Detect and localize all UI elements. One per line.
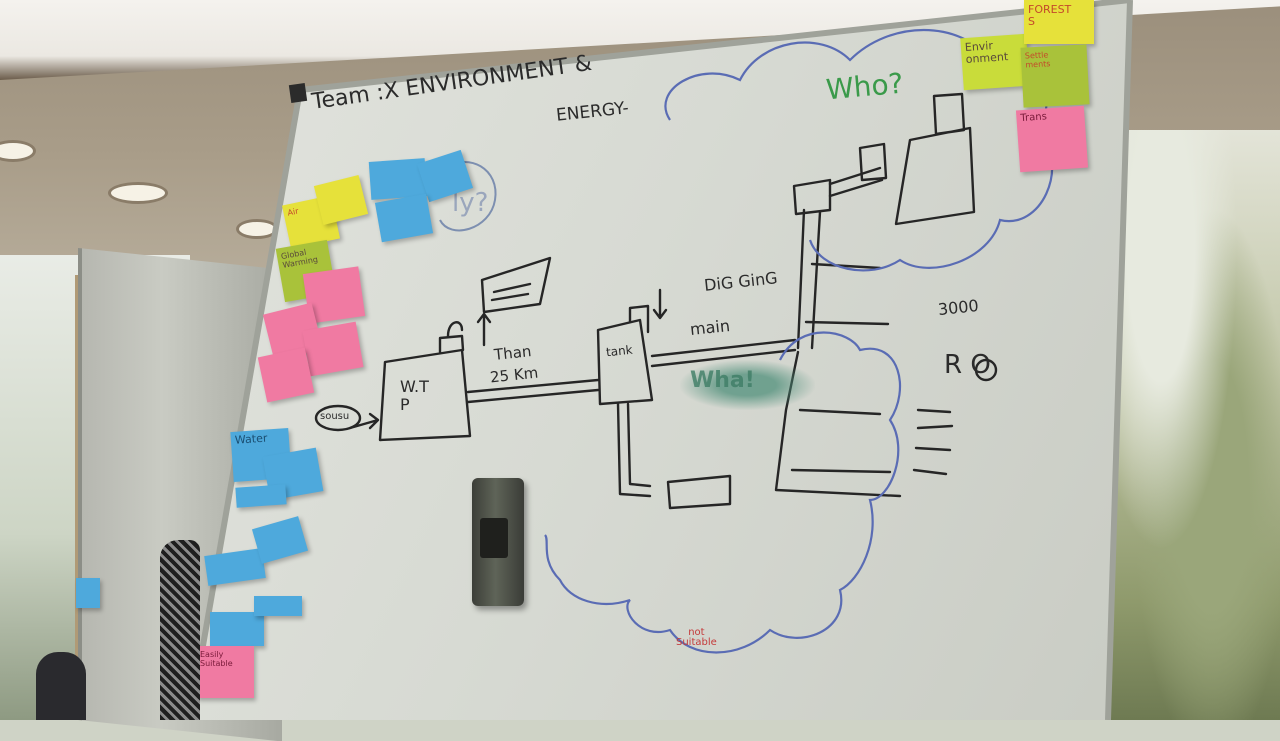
factory [894,92,976,226]
not-suitable-label: not Suitable [676,627,717,648]
up-arrow [476,312,492,347]
pipe-to-tank [466,378,600,404]
sticky-note-settlements: Settle ments [1020,44,1090,108]
sticky-note [76,578,100,608]
tank-pipe-down [616,402,652,498]
sticky-note-bottom: Easily Suitable [196,646,254,698]
sticky-note [235,484,287,508]
wtp-chimney-top [446,321,464,338]
wtp-label: W.T P [400,377,429,414]
riser-pipe [796,208,822,350]
wtp-box [378,348,472,442]
whiteboard-drawing [187,0,1133,720]
trees-outside [1110,130,1280,720]
sticky-note-trans: Trans [1015,105,1089,173]
board-frame [299,0,1131,93]
ro-circle [974,358,998,382]
riser-box [792,178,832,216]
board-frame [1105,0,1133,720]
main-pipe [650,338,797,368]
board-clip [288,82,308,104]
person-shoulder [160,540,200,720]
tank-down-arrow [652,288,668,320]
small-box [666,474,732,510]
faded-swirl [439,160,497,232]
green-marker-smudge [680,360,815,410]
board-frame [187,89,303,720]
sticky-note [254,596,302,616]
wtp-chimney [438,334,465,354]
sticky-note-environment: Envir onment [960,33,1030,91]
sketch-box [480,256,552,314]
branch-lines [790,408,892,474]
smudged-word: Wha! [690,368,755,393]
tank-cap [628,304,650,334]
eraser-grip [480,518,508,558]
person-head [36,652,86,720]
source-label: sousu [320,411,350,422]
ro-lines [912,408,954,476]
who-label: Who? [824,66,905,107]
cloud-right [544,331,902,654]
ro-label: R O [944,350,991,380]
source-bubble [314,404,362,432]
diagonal-pipe [828,166,884,198]
small-house [858,142,888,182]
sticky-note [257,347,315,403]
whiteboard-eraser [472,478,524,606]
sticky-note [210,612,264,646]
tank-box [596,318,654,406]
ceiling-light [0,140,36,162]
tank-label: tank [605,342,634,360]
sticky-note-forests: FOREST S [1024,0,1094,44]
sticky-note [302,321,364,377]
faded-word: ly? [452,188,489,218]
ceiling-light [108,182,168,204]
